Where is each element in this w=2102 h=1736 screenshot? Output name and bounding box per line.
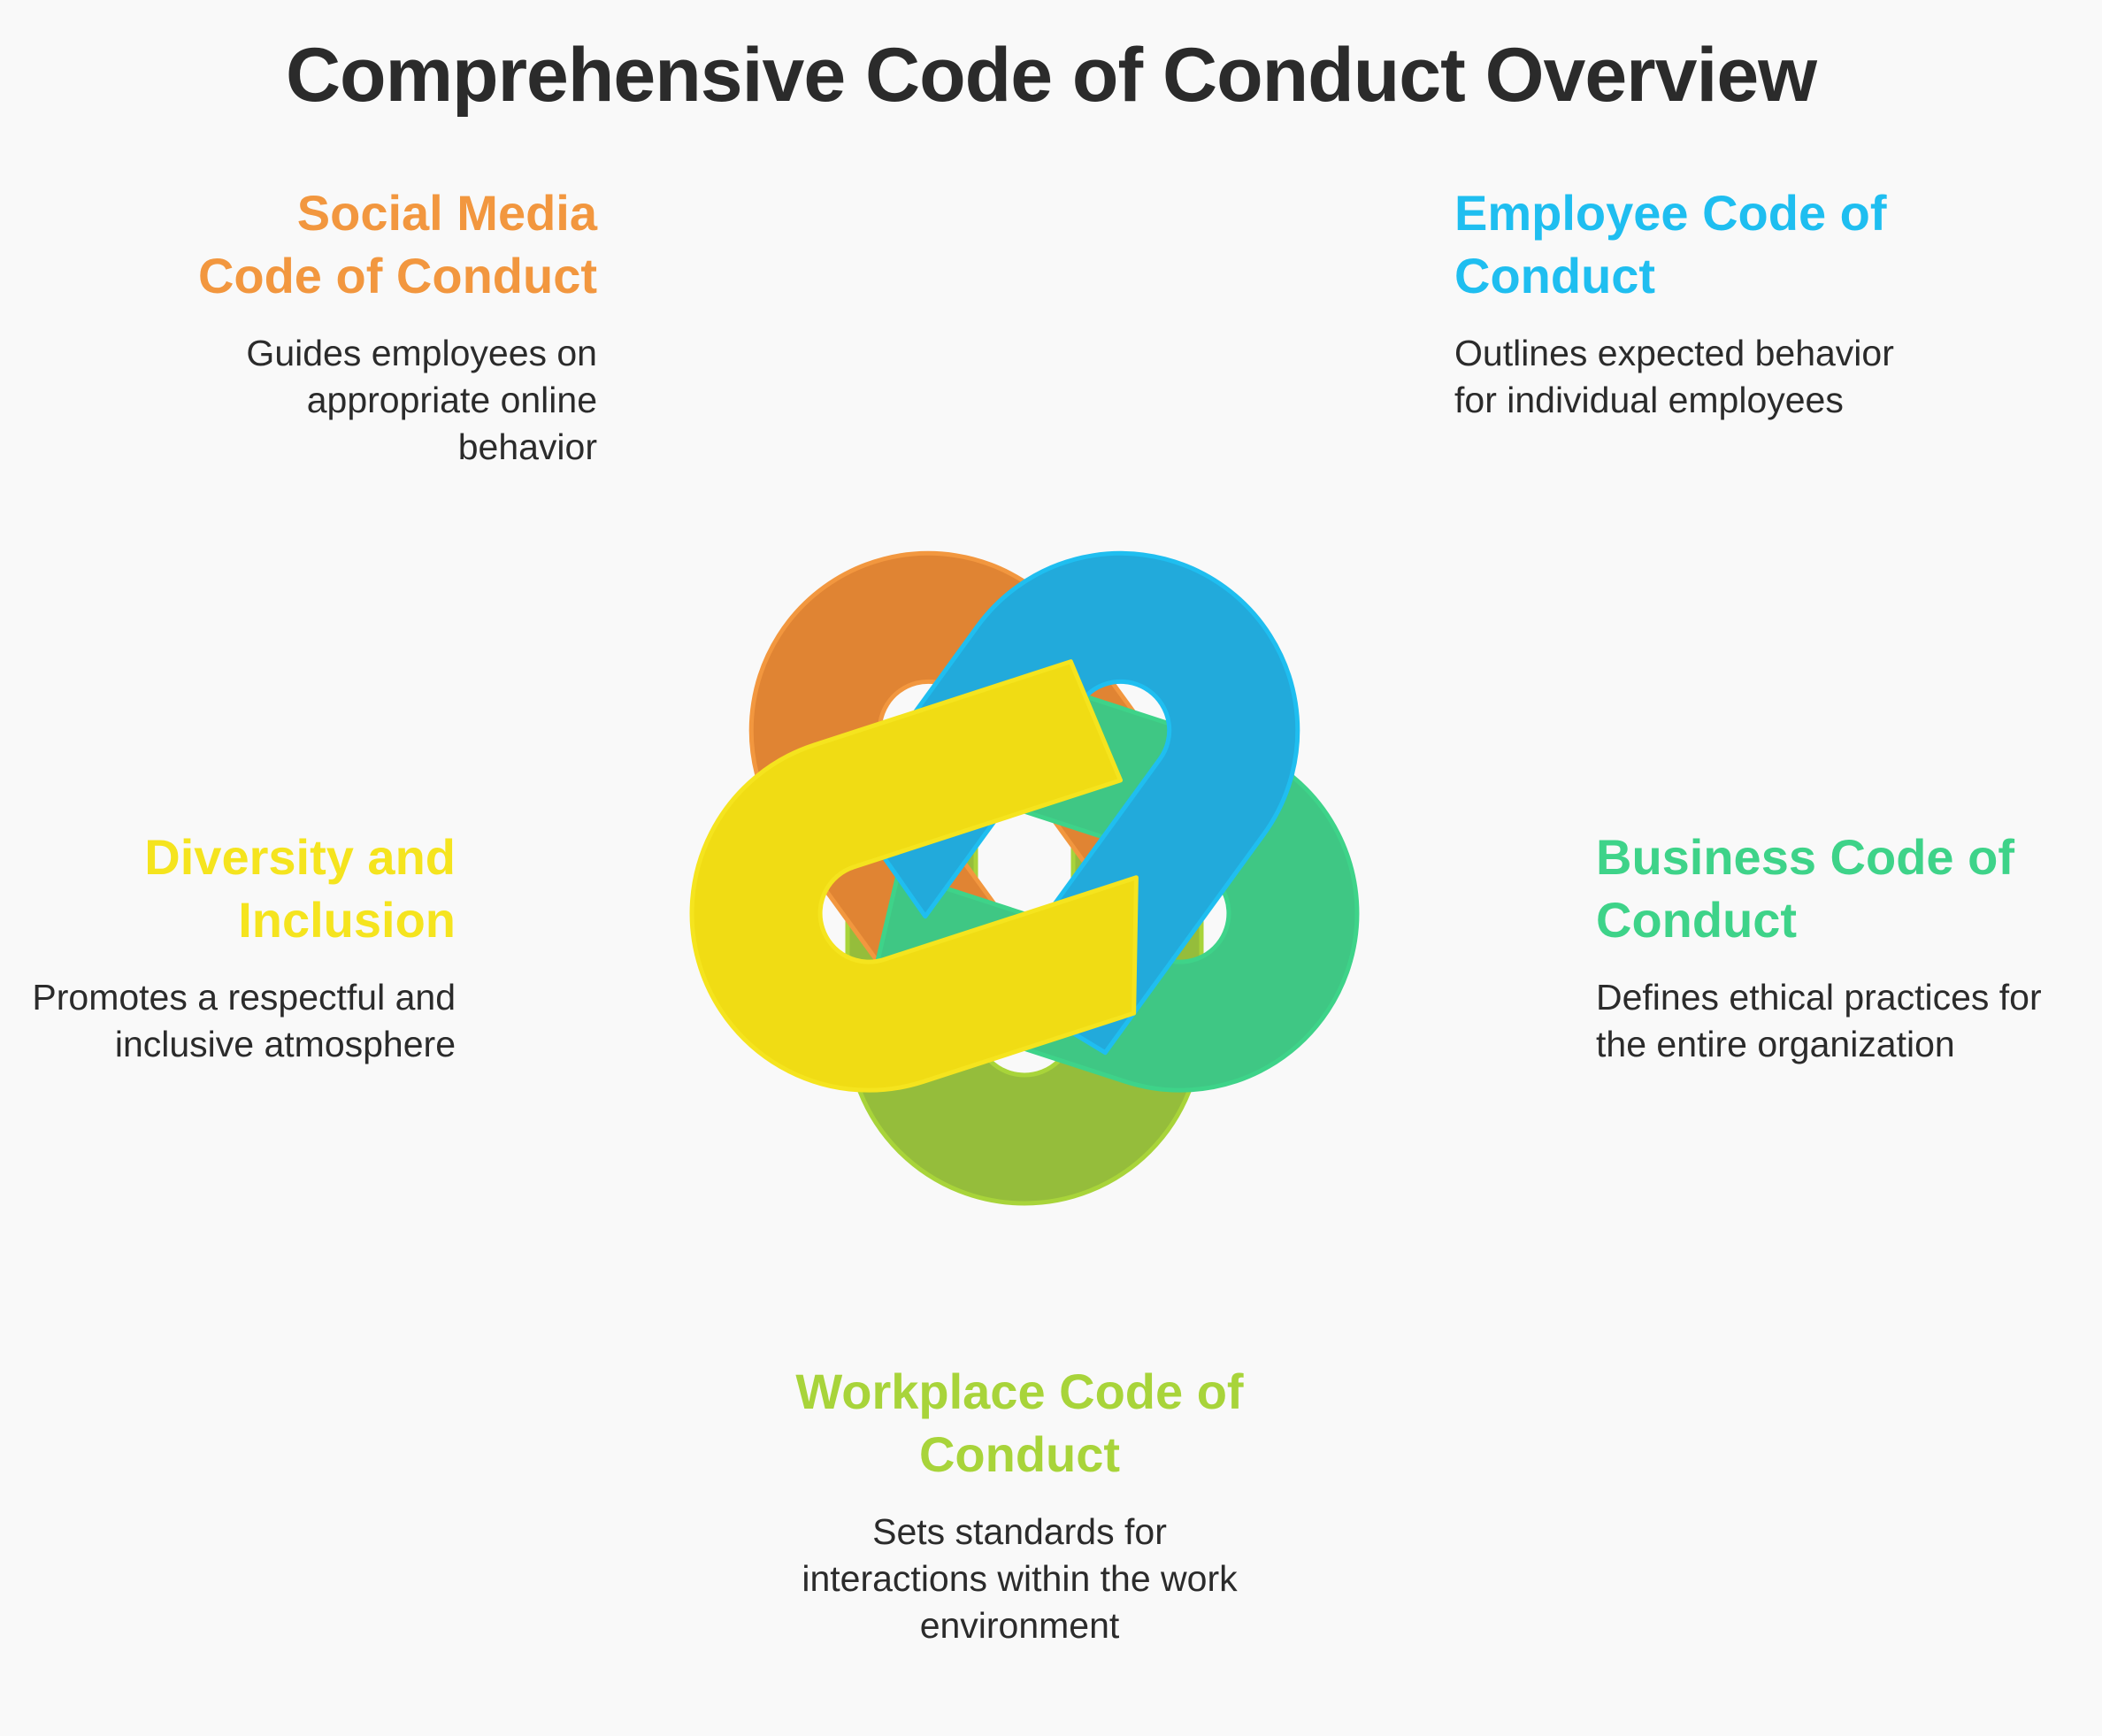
label-employee: Employee Code of Conduct Outlines expect… xyxy=(1454,181,1897,424)
label-business-description: Defines ethical practices for the entire… xyxy=(1596,977,2042,1064)
social-media-loop xyxy=(748,550,1232,1016)
label-employee-description: Outlines expected behavior for individua… xyxy=(1454,333,1894,420)
label-diversity-heading: Diversity and Inclusion xyxy=(144,829,456,948)
label-social-media: Social Media Code of Conduct Guides empl… xyxy=(168,181,597,471)
page-title: Comprehensive Code of Conduct Overview xyxy=(285,33,1817,118)
label-workplace: Workplace Code of Conduct Sets standards… xyxy=(779,1360,1261,1649)
diversity-loop xyxy=(689,659,1139,1093)
label-employee-heading: Employee Code of Conduct xyxy=(1454,185,1887,303)
label-social-media-description: Guides employees on appropriate online b… xyxy=(246,333,597,467)
label-diversity-description: Promotes a respectful and inclusive atmo… xyxy=(32,977,456,1064)
label-business: Business Code of Conduct Defines ethical… xyxy=(1596,826,2047,1068)
label-diversity: Diversity and Inclusion Promotes a respe… xyxy=(27,826,456,1068)
label-social-media-heading: Social Media Code of Conduct xyxy=(197,185,597,303)
employee-loop xyxy=(845,550,1300,1056)
label-business-heading: Business Code of Conduct xyxy=(1596,829,2014,948)
label-workplace-description: Sets standards for interactions within t… xyxy=(802,1511,1238,1646)
label-workplace-heading: Workplace Code of Conduct xyxy=(795,1363,1244,1482)
